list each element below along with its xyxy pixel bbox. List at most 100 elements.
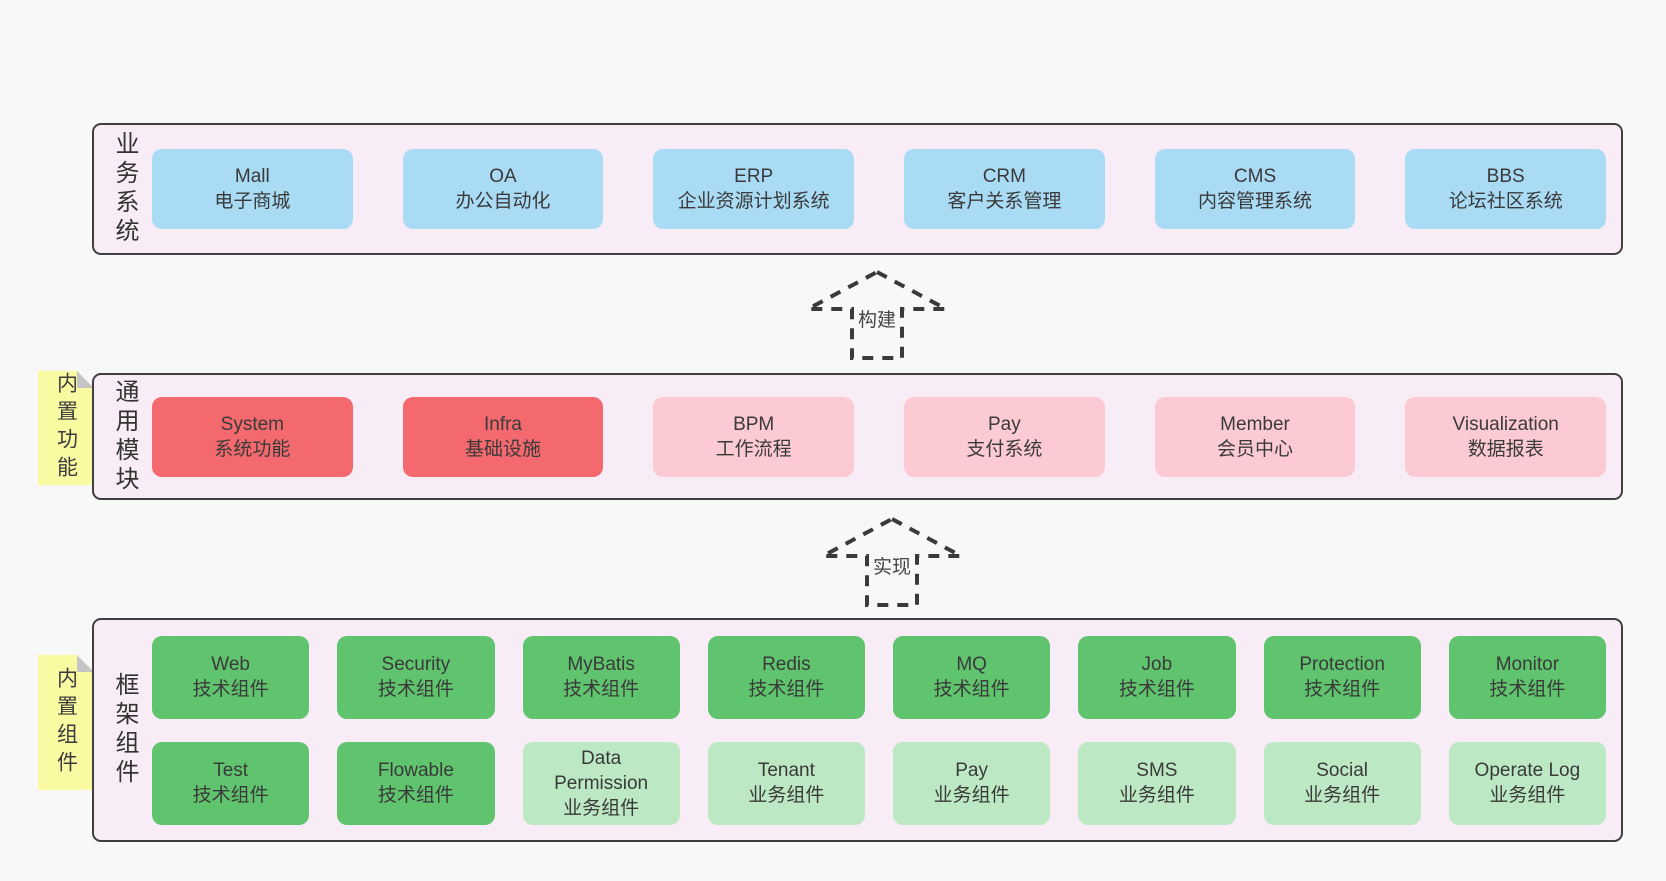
box-title: OA	[489, 166, 517, 187]
box-title: Redis	[762, 654, 811, 675]
box-pay-business: Pay 业务组件	[893, 741, 1051, 825]
box-security: Security 技术组件	[337, 635, 495, 719]
dashed-up-arrow-icon	[807, 269, 947, 360]
box-title: Monitor	[1495, 654, 1560, 675]
box-title: ERP	[734, 166, 774, 187]
box-mybatis: MyBatis 技术组件	[522, 635, 680, 719]
box-title: Social	[1316, 760, 1368, 781]
box-title: Test	[213, 760, 249, 781]
box-subtitle: 数据报表	[1467, 438, 1544, 460]
box-subtitle: 企业资源计划系统	[677, 191, 830, 212]
sticky-label: 内置组件	[54, 666, 78, 779]
section-label-text: 通用模块	[111, 378, 138, 495]
arrow-label: 构建	[854, 305, 900, 332]
box-visualization: Visualization 数据报表	[1405, 396, 1607, 477]
box-subtitle: 电子商城	[214, 191, 291, 212]
box-bbs: BBS 论坛社区系统	[1405, 149, 1607, 229]
box-title: Mall	[234, 166, 270, 187]
box-erp: ERP 企业资源计划系统	[653, 149, 855, 229]
box-title: Pay	[987, 413, 1021, 435]
box-title: Pay	[955, 760, 988, 781]
box-subtitle: 业务组件	[1118, 785, 1195, 806]
box-subtitle: 工作流程	[715, 438, 792, 460]
box-title: Visualization	[1452, 413, 1559, 435]
box-subtitle: 业务组件	[748, 785, 825, 806]
box-monitor: Monitor 技术组件	[1448, 635, 1606, 719]
box-subtitle: 技术组件	[377, 785, 454, 806]
box-oa: OA 办公自动化	[402, 149, 604, 229]
box-tenant: Tenant 业务组件	[707, 741, 865, 825]
box-subtitle: 业务组件	[933, 785, 1010, 806]
box-cms: CMS 内容管理系统	[1154, 149, 1356, 229]
box-system: System 系统功能	[152, 396, 353, 477]
box-subtitle: 论坛社区系统	[1448, 191, 1563, 212]
box-subtitle: 技术组件	[1304, 679, 1381, 700]
box-title: Protection	[1299, 654, 1385, 675]
box-title: System	[220, 413, 285, 435]
box-crm: CRM 客户关系管理	[904, 149, 1105, 229]
panel-business-systems: 业务系统 Mall 电子商城 OA 办公自动化 ERP 企业资源计划系统 CRM…	[92, 123, 1623, 255]
section-label-text: 框架组件	[111, 672, 138, 788]
box-pay: Pay 支付系统	[904, 396, 1105, 477]
box-subtitle: 技术组件	[748, 679, 825, 700]
box-operate-log: Operate Log 业务组件	[1448, 741, 1606, 825]
box-redis: Redis 技术组件	[707, 635, 865, 719]
box-title: Security	[381, 654, 451, 675]
box-title: CMS	[1233, 166, 1277, 187]
box-subtitle: 基础设施	[465, 438, 542, 460]
box-mq: MQ 技术组件	[893, 635, 1051, 719]
box-bpm: BPM 工作流程	[653, 396, 855, 477]
box-subtitle: 业务组件	[563, 797, 640, 819]
box-title: Job	[1141, 654, 1173, 675]
business-boxes-row: Mall 电子商城 OA 办公自动化 ERP 企业资源计划系统 CRM 客户关系…	[148, 125, 1621, 253]
box-subtitle: 技术组件	[1118, 679, 1195, 700]
section-label-text: 业务系统	[111, 131, 138, 247]
box-social: Social 业务组件	[1263, 741, 1421, 825]
box-subtitle: 业务组件	[1304, 785, 1381, 806]
panel-framework-components: 框架组件 Web 技术组件 Security 技术组件 MyBatis 技术组件…	[92, 618, 1623, 842]
box-subtitle: 技术组件	[1489, 679, 1566, 700]
box-test: Test 技术组件	[152, 741, 310, 825]
box-member: Member 会员中心	[1154, 396, 1356, 477]
box-subtitle: 技术组件	[377, 679, 454, 700]
box-sms: SMS 业务组件	[1078, 741, 1236, 825]
sticky-note-builtin-features: 内置功能	[38, 371, 94, 485]
arrow-label: 实现	[869, 552, 915, 579]
component-row-2: Test 技术组件 Flowable 技术组件 Data Permission …	[152, 741, 1606, 825]
box-title: CRM	[982, 166, 1026, 187]
box-title: Data Permission	[554, 747, 649, 794]
box-subtitle: 技术组件	[933, 679, 1010, 700]
sticky-label: 内置功能	[54, 372, 78, 484]
box-subtitle: 业务组件	[1489, 785, 1566, 806]
panel-common-modules: 通用模块 System 系统功能 Infra 基础设施 BPM 工作流程 Pay…	[92, 373, 1623, 500]
box-protection: Protection 技术组件	[1263, 635, 1421, 719]
box-title: Infra	[483, 413, 523, 435]
box-data-permission: Data Permission 业务组件	[522, 741, 680, 825]
box-title: Flowable	[377, 760, 454, 781]
box-title: Operate Log	[1474, 760, 1581, 781]
box-subtitle: 客户关系管理	[947, 191, 1062, 212]
box-title: Tenant	[757, 760, 815, 781]
box-subtitle: 技术组件	[192, 785, 269, 806]
module-boxes-row: System 系统功能 Infra 基础设施 BPM 工作流程 Pay 支付系统…	[148, 375, 1621, 498]
box-subtitle: 技术组件	[192, 679, 269, 700]
box-subtitle: 支付系统	[966, 438, 1043, 460]
box-subtitle: 系统功能	[214, 438, 291, 460]
dashed-up-arrow-icon	[822, 516, 962, 607]
box-title: Member	[1220, 413, 1290, 435]
section-label-business-systems: 业务系统	[100, 125, 148, 253]
box-title: BBS	[1486, 166, 1525, 187]
box-title: BPM	[733, 413, 775, 435]
box-title: SMS	[1136, 760, 1178, 781]
box-job: Job 技术组件	[1078, 635, 1236, 719]
box-flowable: Flowable 技术组件	[337, 741, 495, 825]
section-label-framework-components: 框架组件	[100, 620, 148, 840]
box-infra: Infra 基础设施	[402, 396, 604, 477]
box-title: MQ	[956, 654, 987, 675]
box-subtitle: 技术组件	[563, 679, 640, 700]
box-mall: Mall 电子商城	[152, 149, 353, 229]
box-subtitle: 内容管理系统	[1198, 191, 1313, 212]
section-label-common-modules: 通用模块	[100, 375, 148, 498]
implement-arrow: 实现	[820, 516, 964, 608]
box-title: Web	[211, 654, 250, 675]
